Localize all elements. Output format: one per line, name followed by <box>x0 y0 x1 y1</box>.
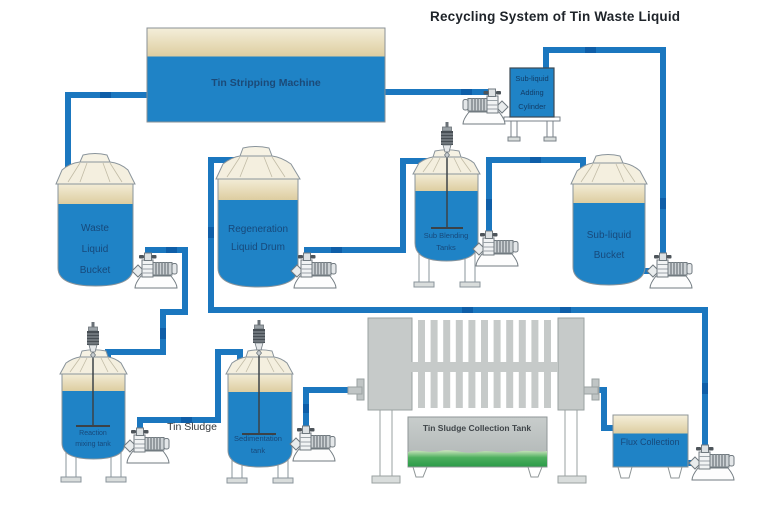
filter-press-left-leg <box>379 409 393 479</box>
regeneration-liquid-drum <box>215 146 301 288</box>
diagram-title: Recycling System of Tin Waste Liquid <box>430 9 681 24</box>
waste-bucket-pump <box>131 252 178 289</box>
reaction-mixing-tank <box>59 321 128 483</box>
flux-collection-label: Flux Collection <box>620 437 680 447</box>
tin-stripping-machine <box>146 27 386 123</box>
pipe-subliquid-bucket-to-cylinder <box>543 47 666 256</box>
tin-stripping-machine-label: Tin Stripping Machine <box>211 77 321 89</box>
sub-liquid-adding-cylinder <box>503 67 561 142</box>
sedimentation-tank-pump <box>289 425 336 462</box>
flux-collection-pump <box>688 444 735 481</box>
pipe-regen-pump-to-blending-tank <box>304 158 435 256</box>
sub-liquid-bucket <box>570 154 648 286</box>
sub-liquid-bucket-label: Sub-liquid Bucket <box>586 230 632 261</box>
sub-liquid-bucket-pump <box>646 252 693 289</box>
sub-blending-tanks <box>412 121 481 288</box>
sludge-level <box>408 450 547 467</box>
pipe-sedimentation-pump-to-filter <box>303 387 350 430</box>
pipe-machine-to-cylinder-pump <box>385 89 495 96</box>
pipe-reaction-pump-to-sedimentation <box>137 349 243 432</box>
pipe-machine-to-waste-bucket <box>65 92 147 172</box>
filter-press <box>347 317 600 484</box>
reaction-mixing-tank-label: Reaction mixing tank <box>75 430 111 448</box>
sedimentation-tank <box>225 319 294 484</box>
sub-liquid-adding-cylinder-label: Sub-liquid Adding Cylinder <box>515 74 549 111</box>
filter-press-plates <box>418 320 551 408</box>
sedimentation-tank-label: Sedimentation tank <box>234 434 282 455</box>
pipe-blending-pump-to-subliquid-bucket <box>486 157 586 240</box>
tin-sludge-collection-tank <box>407 416 548 478</box>
waste-liquid-bucket-label: Waste Liquid Bucket <box>79 223 111 276</box>
blending-tank-pump <box>472 230 519 267</box>
pipe-joints <box>100 47 708 423</box>
regeneration-liquid-drum-label: Regeneration Liquid Drum <box>227 224 289 253</box>
reaction-tank-pump <box>123 427 170 464</box>
waste-liquid-bucket <box>55 153 136 287</box>
sub-blending-tanks-label: Sub Blending Tanks <box>423 231 469 252</box>
filter-press-right-block <box>557 317 585 411</box>
pipe-waste-pump-to-reaction-tank <box>105 247 188 366</box>
flux-collection-tank <box>612 414 689 479</box>
tin-sludge-pipe-label: Tin Sludge <box>167 421 217 433</box>
filter-press-right-leg <box>564 409 578 479</box>
filter-press-rail <box>400 362 558 372</box>
tin-sludge-collection-tank-label: Tin Sludge Collection Tank <box>422 423 532 433</box>
pipe-filter-to-flux-tank <box>596 387 616 431</box>
